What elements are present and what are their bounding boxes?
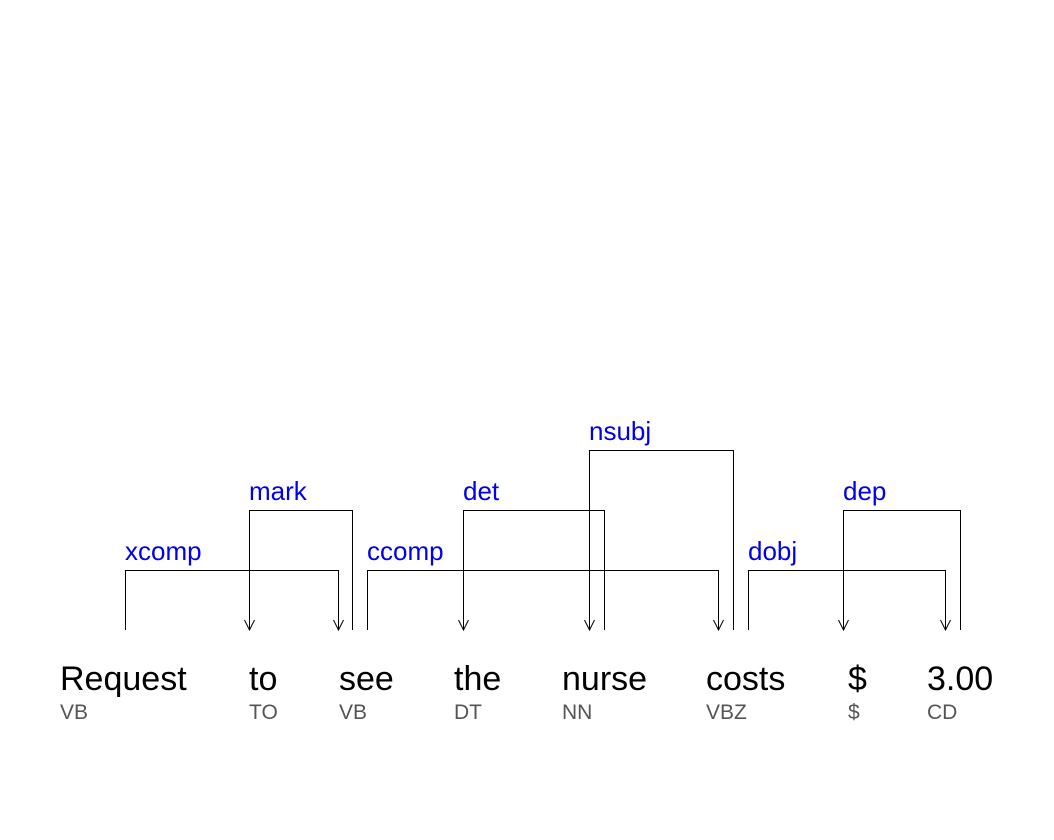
dependency-arc-ccomp	[367, 570, 724, 632]
relation-label: ccomp	[367, 536, 444, 566]
arc-line	[748, 570, 946, 630]
relation-label: xcomp	[125, 536, 202, 566]
token-word: nurse	[562, 660, 647, 698]
arc-line	[125, 570, 339, 630]
arrowhead-icon	[584, 619, 595, 632]
tokens-layer: RequestVBtoTOseeVBtheDTnurseNNcostsVBZ$$…	[60, 660, 993, 724]
token-word: costs	[706, 660, 785, 698]
arrowhead-icon	[838, 619, 849, 632]
dependency-arc-xcomp	[125, 570, 344, 632]
arc-line	[249, 510, 353, 630]
token-word: the	[454, 660, 501, 698]
token-pos-tag: TO	[249, 701, 278, 724]
dependency-arc-dep	[838, 510, 961, 632]
arc-line	[367, 570, 719, 630]
token-word: $	[848, 660, 867, 698]
token-word: Request	[60, 660, 187, 698]
dependency-arc-nsubj	[584, 450, 734, 632]
dependency-arc-mark	[244, 510, 353, 632]
arrowhead-icon	[458, 619, 469, 632]
token-pos-tag: CD	[927, 701, 957, 724]
token-pos-tag: VBZ	[706, 701, 747, 724]
relation-label: dep	[843, 476, 886, 506]
token-word: see	[339, 660, 394, 698]
arrowhead-icon	[244, 619, 255, 632]
token-6: $$	[848, 660, 867, 724]
arcs-layer	[125, 450, 961, 632]
token-pos-tag: $	[848, 701, 860, 724]
token-pos-tag: VB	[339, 701, 367, 724]
token-pos-tag: VB	[60, 701, 88, 724]
arc-line	[843, 510, 961, 630]
token-word: 3.00	[927, 660, 993, 698]
arc-line	[463, 510, 605, 630]
relation-label: nsubj	[589, 416, 651, 446]
relation-labels-layer: xcomp mark ccomp det nsubj dobj dep	[125, 416, 886, 566]
relation-label: dobj	[748, 536, 797, 566]
arrowhead-icon	[333, 619, 344, 632]
arc-line	[589, 450, 734, 630]
relation-label: det	[463, 476, 500, 506]
token-pos-tag: NN	[562, 701, 592, 724]
relation-label: mark	[249, 476, 308, 506]
token-word: to	[249, 660, 277, 698]
arrowhead-icon	[713, 619, 724, 632]
arrowhead-icon	[940, 619, 951, 632]
token-pos-tag: DT	[454, 701, 482, 724]
dependency-arc-det	[458, 510, 605, 632]
dependency-arc-dobj	[748, 570, 951, 632]
